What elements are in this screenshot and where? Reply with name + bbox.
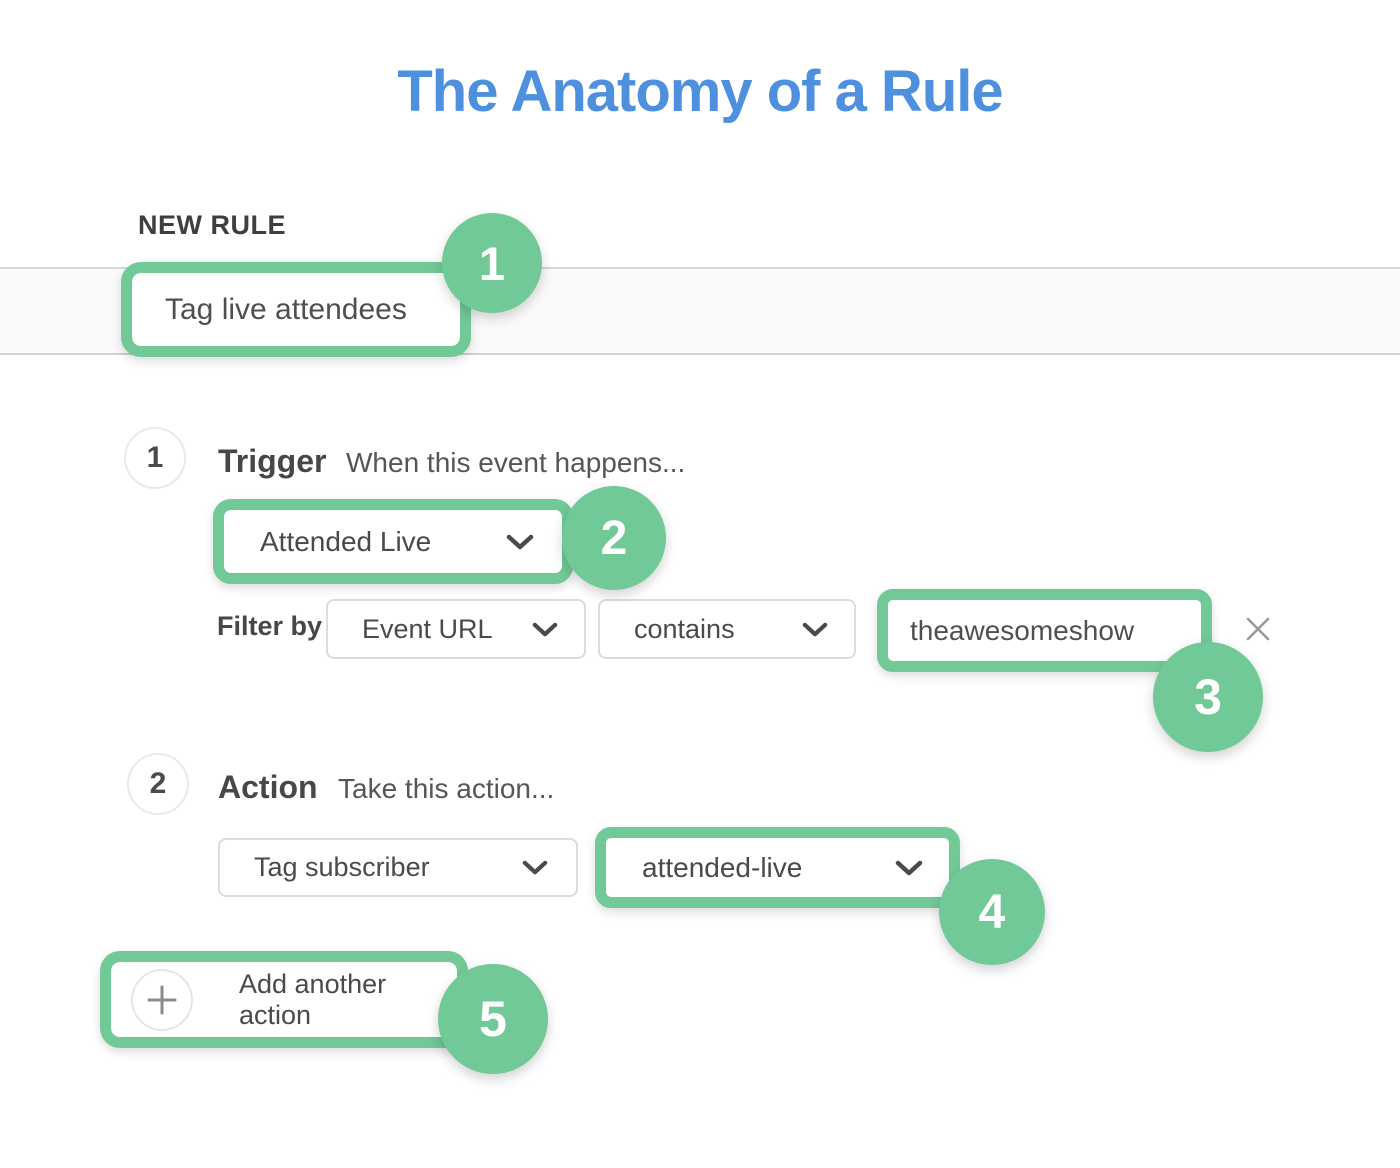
rule-name-value[interactable]: Tag live attendees [165, 292, 407, 326]
plus-icon[interactable] [131, 968, 193, 1031]
remove-filter-icon[interactable] [1241, 612, 1275, 646]
chevron-down-icon [802, 622, 828, 637]
page-title: The Anatomy of a Rule [397, 59, 1003, 124]
filter-value-input[interactable]: theawesomeshow [877, 589, 1212, 672]
trigger-event-dropdown[interactable]: Attended Live [213, 499, 573, 584]
trigger-step-number: 1 [146, 441, 164, 474]
chevron-down-icon [895, 860, 923, 876]
annotation-badge-5: 5 [438, 964, 548, 1074]
filter-field-dropdown[interactable]: Event URL [326, 599, 586, 659]
add-action-button[interactable]: Add another action [100, 951, 468, 1048]
chevron-down-icon [522, 860, 548, 875]
filter-operator-value: contains [634, 613, 735, 644]
chevron-down-icon [532, 622, 558, 637]
filter-by-label: Filter by [217, 611, 323, 641]
trigger-step-circle: 1 [124, 427, 186, 489]
action-subtitle: Take this action... [338, 773, 555, 804]
chevron-down-icon [506, 534, 534, 550]
filter-field-value: Event URL [362, 613, 493, 644]
action-type-dropdown[interactable]: Tag subscriber [218, 838, 578, 897]
action-type-value: Tag subscriber [254, 852, 430, 882]
trigger-title: Trigger [218, 443, 327, 479]
annotation-badge-2: 2 [562, 486, 666, 590]
trigger-event-value: Attended Live [260, 525, 432, 557]
filter-operator-dropdown[interactable]: contains [598, 599, 856, 659]
action-step-number: 2 [149, 767, 167, 800]
filter-value-text[interactable]: theawesomeshow [910, 614, 1135, 646]
trigger-subtitle: When this event happens... [346, 447, 686, 478]
action-tag-dropdown[interactable]: attended-live [595, 827, 960, 908]
action-title: Action [218, 769, 318, 805]
rule-name-highlight[interactable]: Tag live attendees [121, 262, 471, 357]
annotation-badge-3: 3 [1153, 642, 1263, 752]
new-rule-label: NEW RULE [138, 210, 286, 240]
action-tag-value: attended-live [642, 851, 803, 883]
add-action-label: Add another action [239, 968, 387, 1030]
action-step-circle: 2 [127, 753, 189, 815]
annotation-badge-4: 4 [939, 859, 1045, 965]
annotation-badge-1: 1 [442, 213, 542, 313]
